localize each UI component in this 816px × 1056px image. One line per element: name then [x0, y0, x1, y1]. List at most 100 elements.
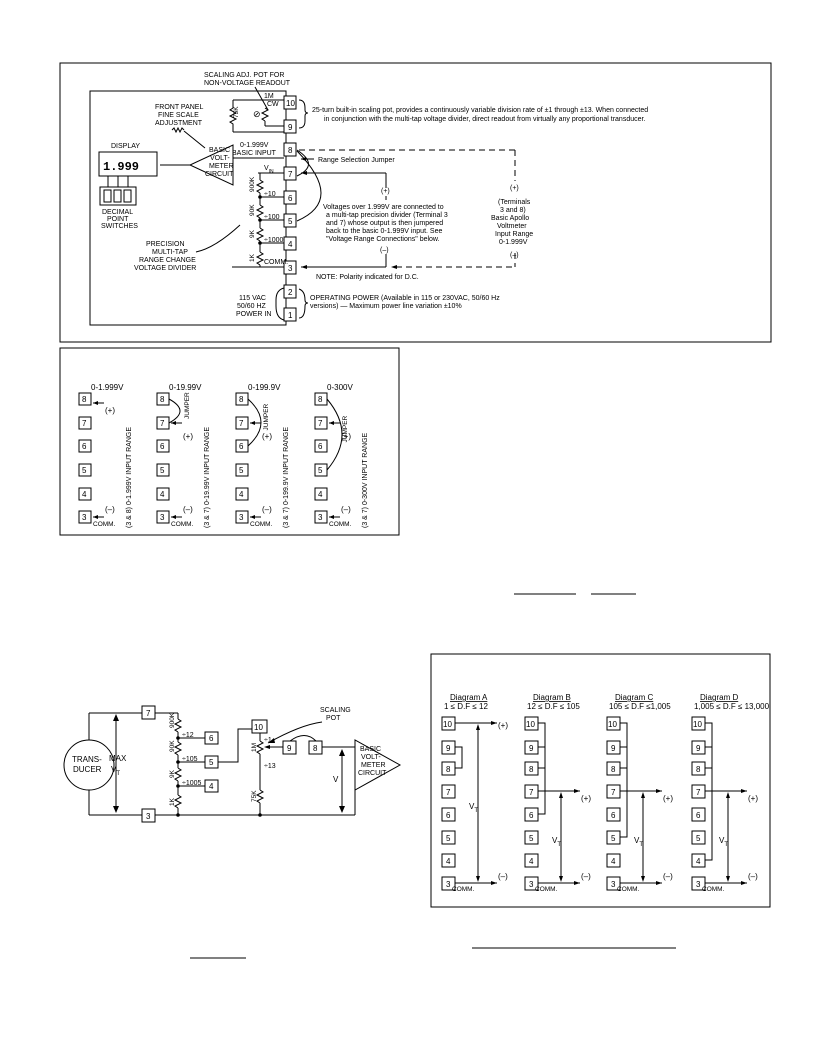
comm-label: COMM.: [250, 521, 273, 528]
df-terminal-label: 6: [446, 811, 451, 820]
df-minus-arrow: [574, 881, 580, 885]
df-terminal-label: 7: [446, 788, 451, 797]
t3-terminal-7: 7: [146, 709, 151, 718]
df-vt-label: VT: [552, 836, 561, 848]
plus-2: (+): [510, 185, 519, 192]
df-minus-arrow: [741, 881, 747, 885]
jumper-label: JUMPER: [184, 392, 191, 419]
t3-v-label: V: [333, 775, 339, 784]
max-label: MAX: [109, 754, 127, 763]
plus-label: (+): [262, 432, 272, 441]
range-terminal: [78, 463, 92, 477]
power-in-2: 50/60 HZ: [237, 303, 267, 310]
range-terminal: [235, 487, 249, 501]
terminal-4: 4: [288, 240, 293, 249]
df-column: Diagram A1 ≤ D.F ≤ 12109876543COMM.(+)(–…: [441, 693, 508, 893]
df-terminal-label: 10: [608, 720, 617, 729]
front-panel-2: FINE SCALE: [158, 112, 199, 119]
minus-arrow: [329, 515, 334, 519]
t3-terminal-8: 8: [313, 744, 318, 753]
power-in-1: 115 VAC: [239, 295, 266, 302]
range-jumper-label: Range Selection Jumper: [318, 157, 395, 164]
df-plus-arrow: [491, 721, 497, 725]
plus-arrow: [93, 401, 98, 405]
plus-arrow: [171, 421, 176, 425]
df-bracket: [705, 746, 713, 769]
range-terminal: [78, 439, 92, 453]
front-panel-1: FRONT PANEL: [155, 104, 203, 111]
minus-label: (–): [105, 505, 115, 514]
range-terminal: [235, 416, 249, 430]
t3-r900k: 900K: [169, 712, 176, 728]
div100-label: ÷100: [264, 214, 280, 221]
precision-4: VOLTAGE DIVIDER: [134, 265, 196, 272]
scaling-pot-2: POT: [326, 715, 341, 722]
t3-div105: ÷105: [182, 756, 198, 763]
range-terminal-label: 8: [239, 395, 244, 404]
df-title: Diagram B: [533, 693, 571, 702]
range-terminal-label: 8: [160, 395, 165, 404]
r9k-label: 9K: [249, 229, 256, 238]
df-terminal-label: 5: [446, 834, 451, 843]
df-plus-arrow: [574, 789, 580, 793]
df-terminal-label: 7: [529, 788, 534, 797]
df-terminal-label: 6: [696, 811, 701, 820]
range-title: 0-199.9V: [248, 383, 281, 392]
range-terminal: [78, 487, 92, 501]
df-terminal-label: 4: [696, 857, 701, 866]
range-side-label: (3 & 8) 0-1.999V INPUT RANGE: [126, 427, 133, 528]
t3-terminal-5: 5: [209, 758, 214, 767]
df-vt-head-up: [726, 792, 730, 798]
df-range: 1 ≤ D.F ≤ 12: [444, 702, 488, 711]
df-terminal-label: 4: [446, 857, 451, 866]
range-terminal: [314, 487, 328, 501]
range-terminal-label: 4: [160, 490, 165, 499]
terminals-note-4: Voltmeter: [497, 223, 527, 230]
t3-div1005: ÷1005: [182, 780, 202, 787]
df-minus-label: (–): [663, 872, 673, 881]
plus-arrow: [250, 421, 255, 425]
range-terminal: [235, 510, 249, 524]
dp-switch-2: POINT: [107, 216, 129, 223]
voltages-note-2: a multi-tap precision divider (Terminal …: [326, 212, 448, 219]
terminals-note-3: Basic Apollo: [491, 215, 529, 222]
range-terminal-label: 5: [318, 466, 323, 475]
terminal-8: 8: [288, 146, 293, 155]
df-terminal-label: 6: [529, 811, 534, 820]
df-terminal: [441, 807, 456, 822]
pot-symbol: ⊘: [253, 109, 261, 119]
range-terminal-label: 7: [239, 419, 244, 428]
df-title: Diagram A: [450, 693, 488, 702]
t3-basic-vm-4: CIRCUIT: [358, 770, 387, 777]
df-range: 105 ≤ D.F ≤1,005: [609, 702, 671, 711]
range-terminal-label: 7: [82, 419, 87, 428]
vin-label: VIN: [264, 165, 274, 175]
df-terminal: [524, 830, 539, 845]
terminal-6: 6: [288, 194, 293, 203]
df-terminal-label: 9: [529, 744, 534, 753]
df-terminal-label: 8: [446, 765, 451, 774]
t3-basic-vm-3: METER: [361, 762, 386, 769]
transducer-circuit: TRANS- DUCER MAX VT 7 3 900K ÷12 6 90K ÷…: [63, 705, 402, 823]
range-terminal: [156, 463, 170, 477]
range-side-label: (3 & 7) 0-19.99V INPUT RANGE: [204, 427, 211, 528]
plus-label: (+): [183, 432, 193, 441]
df-comm-label: COMM.: [617, 886, 640, 893]
jumper-wire: [247, 398, 262, 447]
df-minus-label: (–): [748, 872, 758, 881]
df-terminal-label: 6: [611, 811, 616, 820]
voltages-note-4: back to the basic 0-1.999V input. See: [326, 228, 442, 235]
front-panel-3: ADJUSTMENT: [155, 120, 203, 127]
display-label: DISPLAY: [111, 143, 140, 150]
df-terminal-label: 3: [696, 880, 701, 889]
df-vt-label: VT: [634, 836, 643, 848]
r90k-label: 90K: [249, 204, 256, 216]
basic-vm-3: METER: [209, 163, 234, 170]
t3-r90k: 90K: [169, 740, 176, 752]
r75k-label: 75K: [233, 106, 240, 118]
df-terminal: [441, 830, 456, 845]
df-terminal-label: 4: [611, 857, 616, 866]
